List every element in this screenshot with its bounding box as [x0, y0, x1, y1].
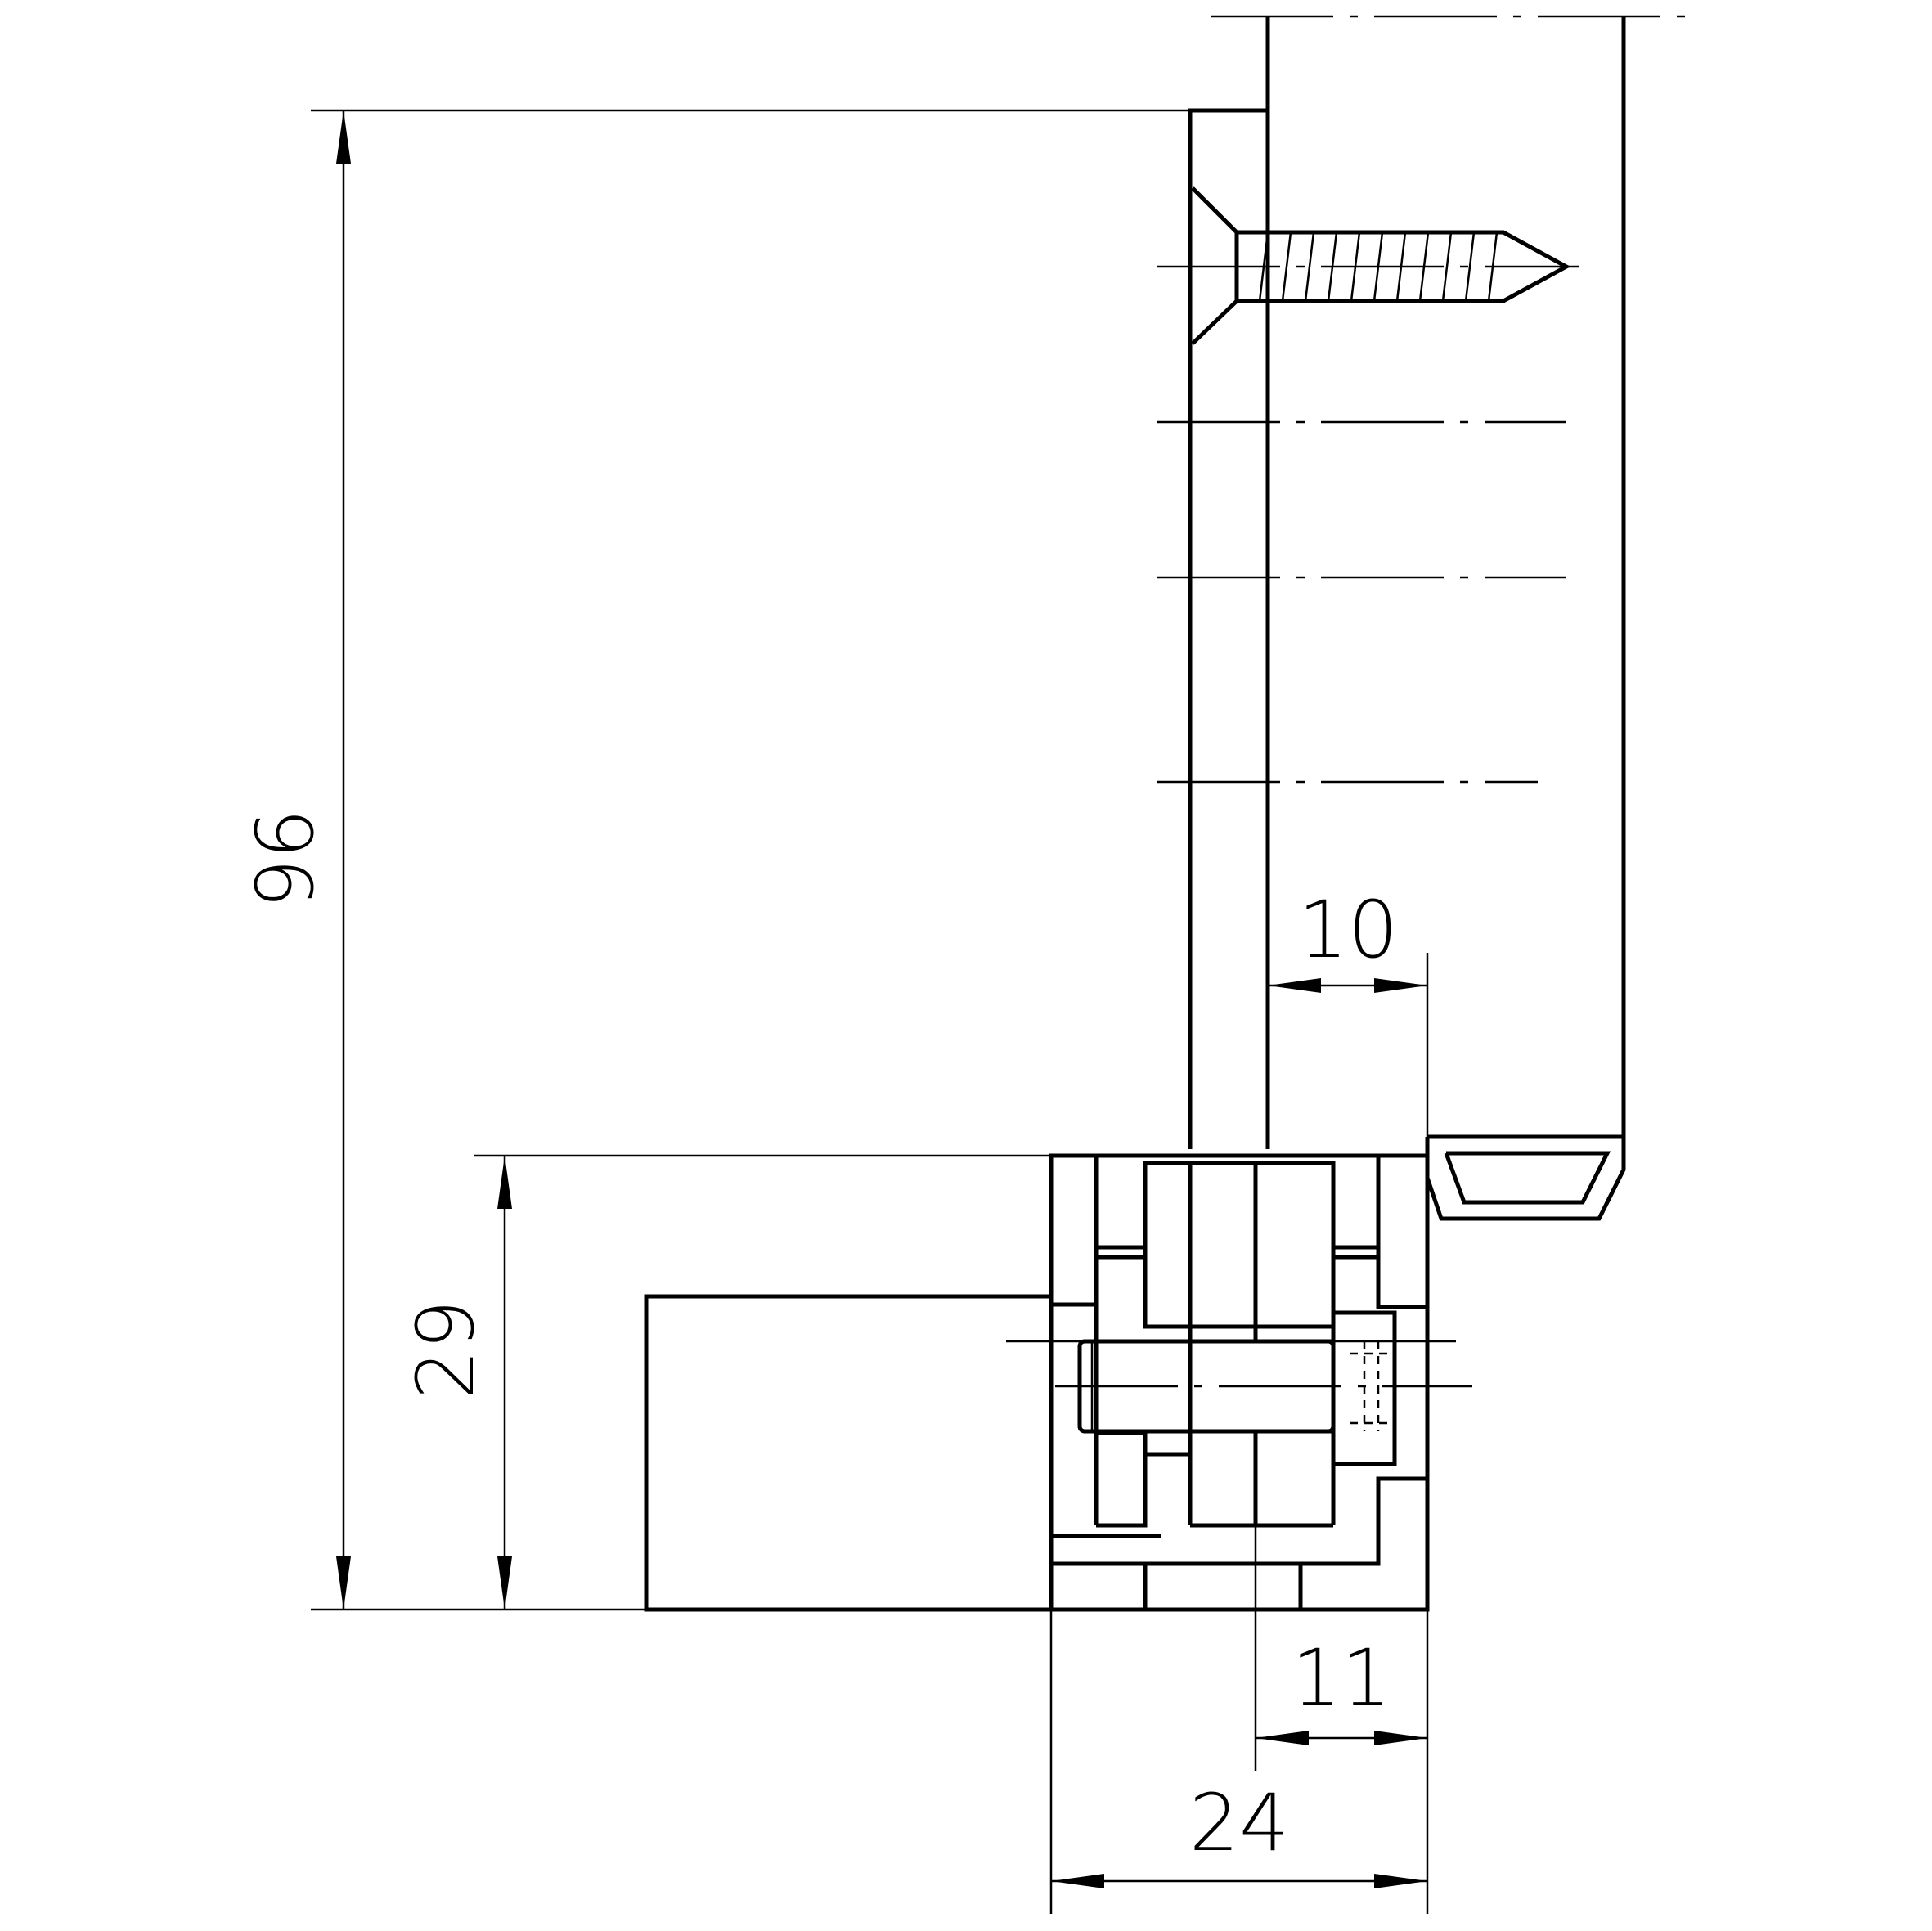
door-leaf-section — [1188, 15, 1685, 1170]
frame-gasket-profile — [1425, 1134, 1626, 1221]
dimension-offset-bottom: 11 — [1254, 1525, 1429, 1914]
hinge-body — [644, 1153, 1472, 1612]
dim-label-24: 24 — [1189, 1777, 1289, 1869]
dimension-width-body: 24 — [1049, 1610, 1427, 1914]
dimension-height-body: 29 — [400, 1154, 1051, 1610]
dim-label-96: 96 — [240, 809, 331, 909]
dim-label-10: 10 — [1298, 884, 1398, 976]
dim-label-11: 11 — [1292, 1632, 1391, 1724]
dim-label-29: 29 — [400, 1300, 492, 1399]
center-lines — [1157, 420, 1566, 784]
wood-screw — [1157, 186, 1579, 345]
dimension-offset-top: 10 — [1268, 884, 1429, 1137]
dimension-height-total: 96 — [240, 109, 1190, 1611]
